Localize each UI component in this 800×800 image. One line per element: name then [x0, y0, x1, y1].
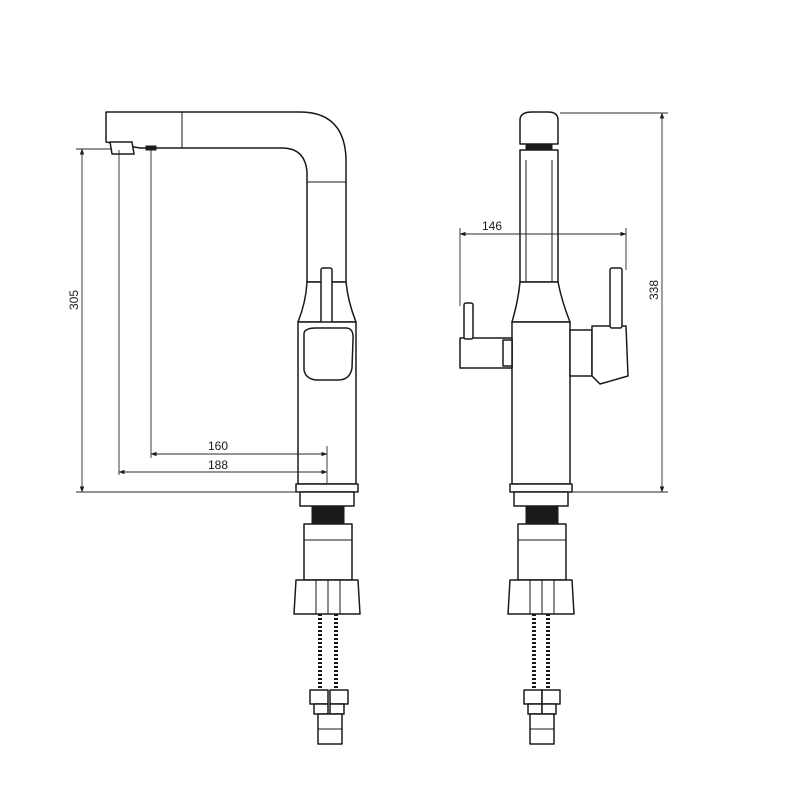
dim-label-338: 338: [647, 280, 661, 300]
front-view: [105, 111, 361, 745]
cartridge-knob: [303, 327, 354, 381]
dim-label-146: 146: [482, 219, 502, 233]
side-threaded-shank: [525, 505, 559, 525]
side-base-ring: [509, 483, 573, 493]
side-body: [511, 321, 571, 485]
dim-label-305: 305: [67, 290, 81, 310]
mixer-lever: [609, 267, 623, 329]
mixer-housing: [569, 329, 593, 377]
lever-handle: [320, 267, 333, 327]
mounting-sleeve: [303, 523, 353, 581]
side-dimensions: 146 338: [459, 112, 668, 493]
dim-label-160: 160: [208, 439, 228, 453]
spout-top: [519, 111, 559, 145]
filter-lever: [463, 302, 474, 340]
wing-nut: [293, 579, 361, 615]
spout-aerator: [525, 143, 553, 151]
side-view: [459, 111, 629, 745]
aerator-nozzle: [109, 141, 135, 155]
front-dimensions: 305 160 188: [67, 148, 328, 493]
threaded-shank: [311, 505, 345, 525]
spout-arm: [105, 111, 347, 283]
dim-label-188: 188: [208, 458, 228, 472]
side-mounting-sleeve: [517, 523, 567, 581]
side-wing-nut: [507, 579, 575, 615]
base-ring: [295, 483, 359, 493]
